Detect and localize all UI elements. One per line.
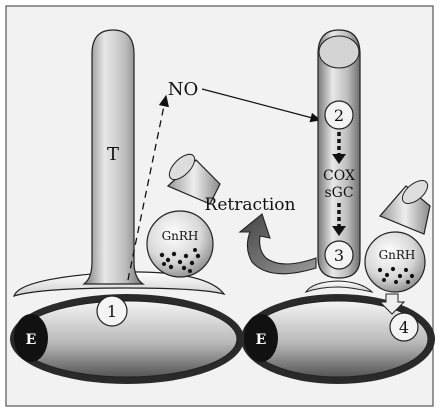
svg-text:2: 2 xyxy=(334,106,344,125)
gnrh-label-left: GnRH xyxy=(162,229,199,243)
step-2-marker: 2 xyxy=(325,101,353,129)
step-4-marker: 4 xyxy=(390,313,418,341)
cox-label: COX xyxy=(323,168,355,184)
gnrh-label-right: GnRH xyxy=(379,248,416,262)
svg-text:3: 3 xyxy=(334,246,344,265)
endothelial-label-left: E xyxy=(26,332,37,348)
step-1-marker: 1 xyxy=(97,296,127,326)
step-3-marker: 3 xyxy=(325,241,353,269)
no-label: NO xyxy=(168,79,199,100)
svg-text:4: 4 xyxy=(399,318,409,337)
endothelial-label-right: E xyxy=(256,332,267,348)
sgc-label: sGC xyxy=(324,185,353,201)
tanycyte-label: T xyxy=(107,144,119,165)
tanycyte-left: T xyxy=(84,30,143,284)
retraction-label: Retraction xyxy=(205,195,296,215)
svg-text:1: 1 xyxy=(107,302,117,321)
